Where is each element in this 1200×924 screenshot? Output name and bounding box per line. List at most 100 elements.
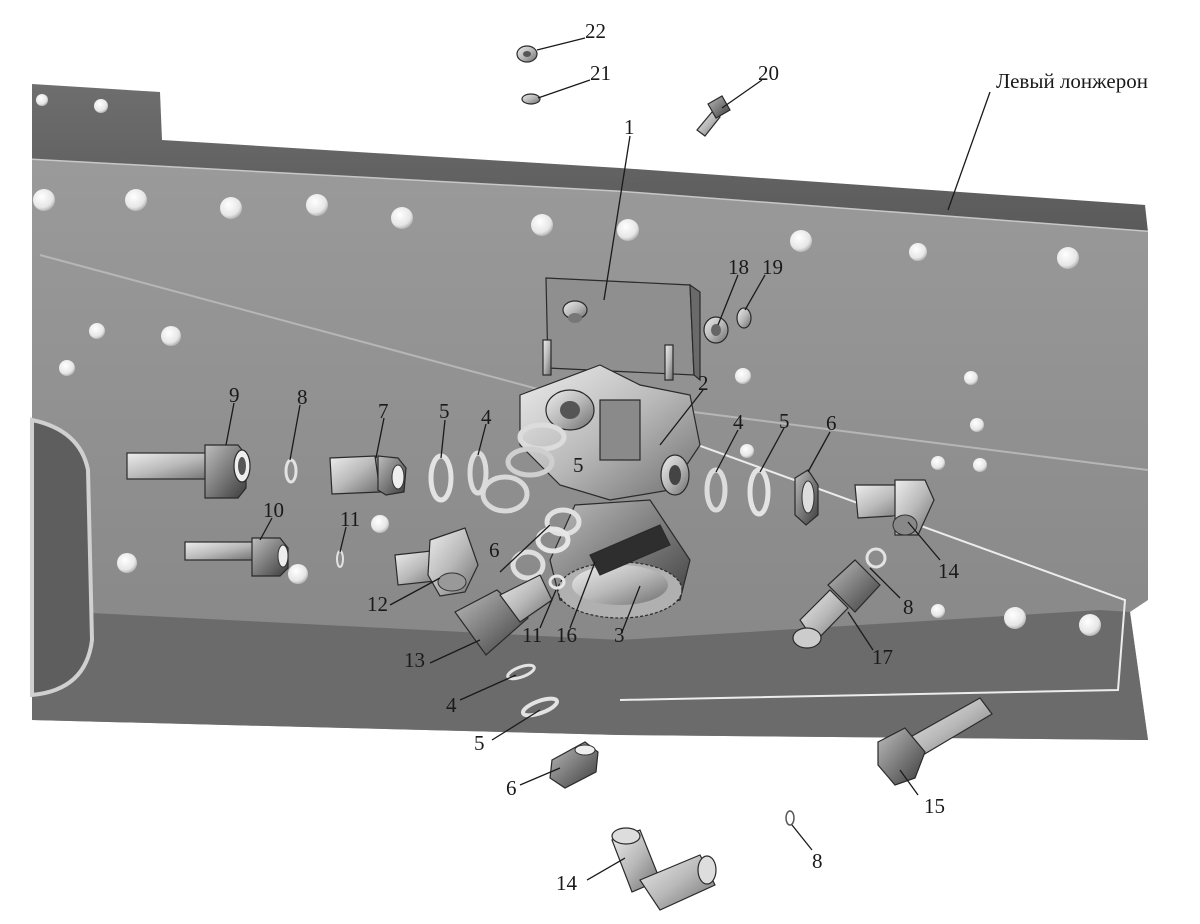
part-ring-8b [865,547,887,569]
rail-top-flange [32,84,1148,232]
part-ring [505,446,555,478]
part-elbow-14b [611,827,717,911]
rail-hole [617,219,639,241]
callout-17: 17 [872,645,893,669]
part-ring [510,549,546,581]
callout-19: 19 [762,255,783,279]
callout-12: 12 [367,592,388,616]
part-elbow-14a [854,479,935,536]
part-ring-4c [506,663,536,681]
callout-11-bottom: 11 [522,623,542,647]
rail-hole [306,194,328,216]
callout-4-left: 4 [481,405,492,429]
part-valve-3 [549,499,691,619]
callout-8-bottom: 8 [812,849,823,873]
callout-16: 16 [556,623,577,647]
part-fitting-9 [126,444,251,499]
part-ring [480,474,530,514]
callout-6-center: 6 [489,538,500,562]
part-elbow-12 [394,527,479,597]
callout-labels: 22 21 20 1 18 19 2 9 8 7 5 4 4 5 6 5 10 … [229,19,1148,895]
left-bracket [30,417,95,698]
part-ring [548,574,566,590]
rail-reinforcement-outline [559,394,1127,701]
rail-hole [391,207,413,229]
part-ring-5c [520,696,560,718]
callout-7: 7 [378,399,389,423]
callout-5-center: 5 [573,453,584,477]
callout-21: 21 [590,61,611,85]
rail-hole [909,243,927,261]
rail-hole [531,214,553,236]
callout-8-middle: 8 [903,595,914,619]
part-ring-8a [284,458,298,484]
part-ring-8c [785,810,795,826]
rail-hole [735,368,751,384]
callout-5-left: 5 [439,399,450,423]
callout-3: 3 [614,623,625,647]
rail-hole [220,197,242,219]
rail-hole [973,458,987,472]
callout-4-right: 4 [733,410,744,434]
rail-hole [117,553,137,573]
rail-hole [59,360,75,376]
part-nut-6b [549,741,599,789]
part-washer-19 [736,307,752,329]
part-fitting-10 [184,537,289,577]
rail-hole [964,371,978,385]
rail-hole [161,326,181,346]
callout-6-right: 6 [826,411,837,435]
callout-9: 9 [229,383,240,407]
rail-hole [36,94,48,106]
rail-hole [1004,607,1026,629]
callout-5-bottom: 5 [474,731,485,755]
callout-10: 10 [263,498,284,522]
rail-hole [931,456,945,470]
callout-20: 20 [758,61,779,85]
part-bolt-20 [696,95,731,137]
part-nut-6a [794,469,819,526]
parts [126,45,993,911]
callout-5-right: 5 [779,409,790,433]
caption-left-rail: Левый лонжерон [996,69,1148,93]
callout-6-bottom: 6 [506,776,517,800]
rail-holes [33,94,1101,636]
callout-1: 1 [624,115,635,139]
rail-hole [371,515,389,533]
callout-11-left: 11 [340,507,360,531]
callout-18: 18 [728,255,749,279]
rail-hole [740,444,754,458]
callout-22: 22 [585,19,606,43]
part-sensor-17 [792,559,881,649]
callout-4-bottom: 4 [446,693,457,717]
callout-8-upper: 8 [297,385,308,409]
rail-hole [94,99,108,113]
part-bracket-1 [542,277,701,382]
part-valve-2 [519,364,701,501]
part-fitting-15 [877,697,993,786]
rail-hole [790,230,812,252]
part-nut-22 [516,45,538,63]
callout-13: 13 [404,648,425,672]
part-ring [535,526,571,554]
rail-hole [1079,614,1101,636]
part-adapter-7 [329,455,407,496]
callout-2: 2 [698,371,709,395]
part-ring-5b [747,467,771,517]
leader-lines [225,37,991,881]
part-nut-18 [703,316,729,344]
rail-hole [288,564,308,584]
rail-hole [33,189,55,211]
rail-hole [125,189,147,211]
rail-hole [931,604,945,618]
callout-14-bottom: 14 [556,871,578,895]
rail-lower-flange [32,610,1148,740]
rail-hole [1057,247,1079,269]
part-washer-21 [521,93,541,105]
rail-hole [970,418,984,432]
rail-hole [89,323,105,339]
callout-14-right: 14 [938,559,960,583]
part-ring-4b [704,467,728,513]
